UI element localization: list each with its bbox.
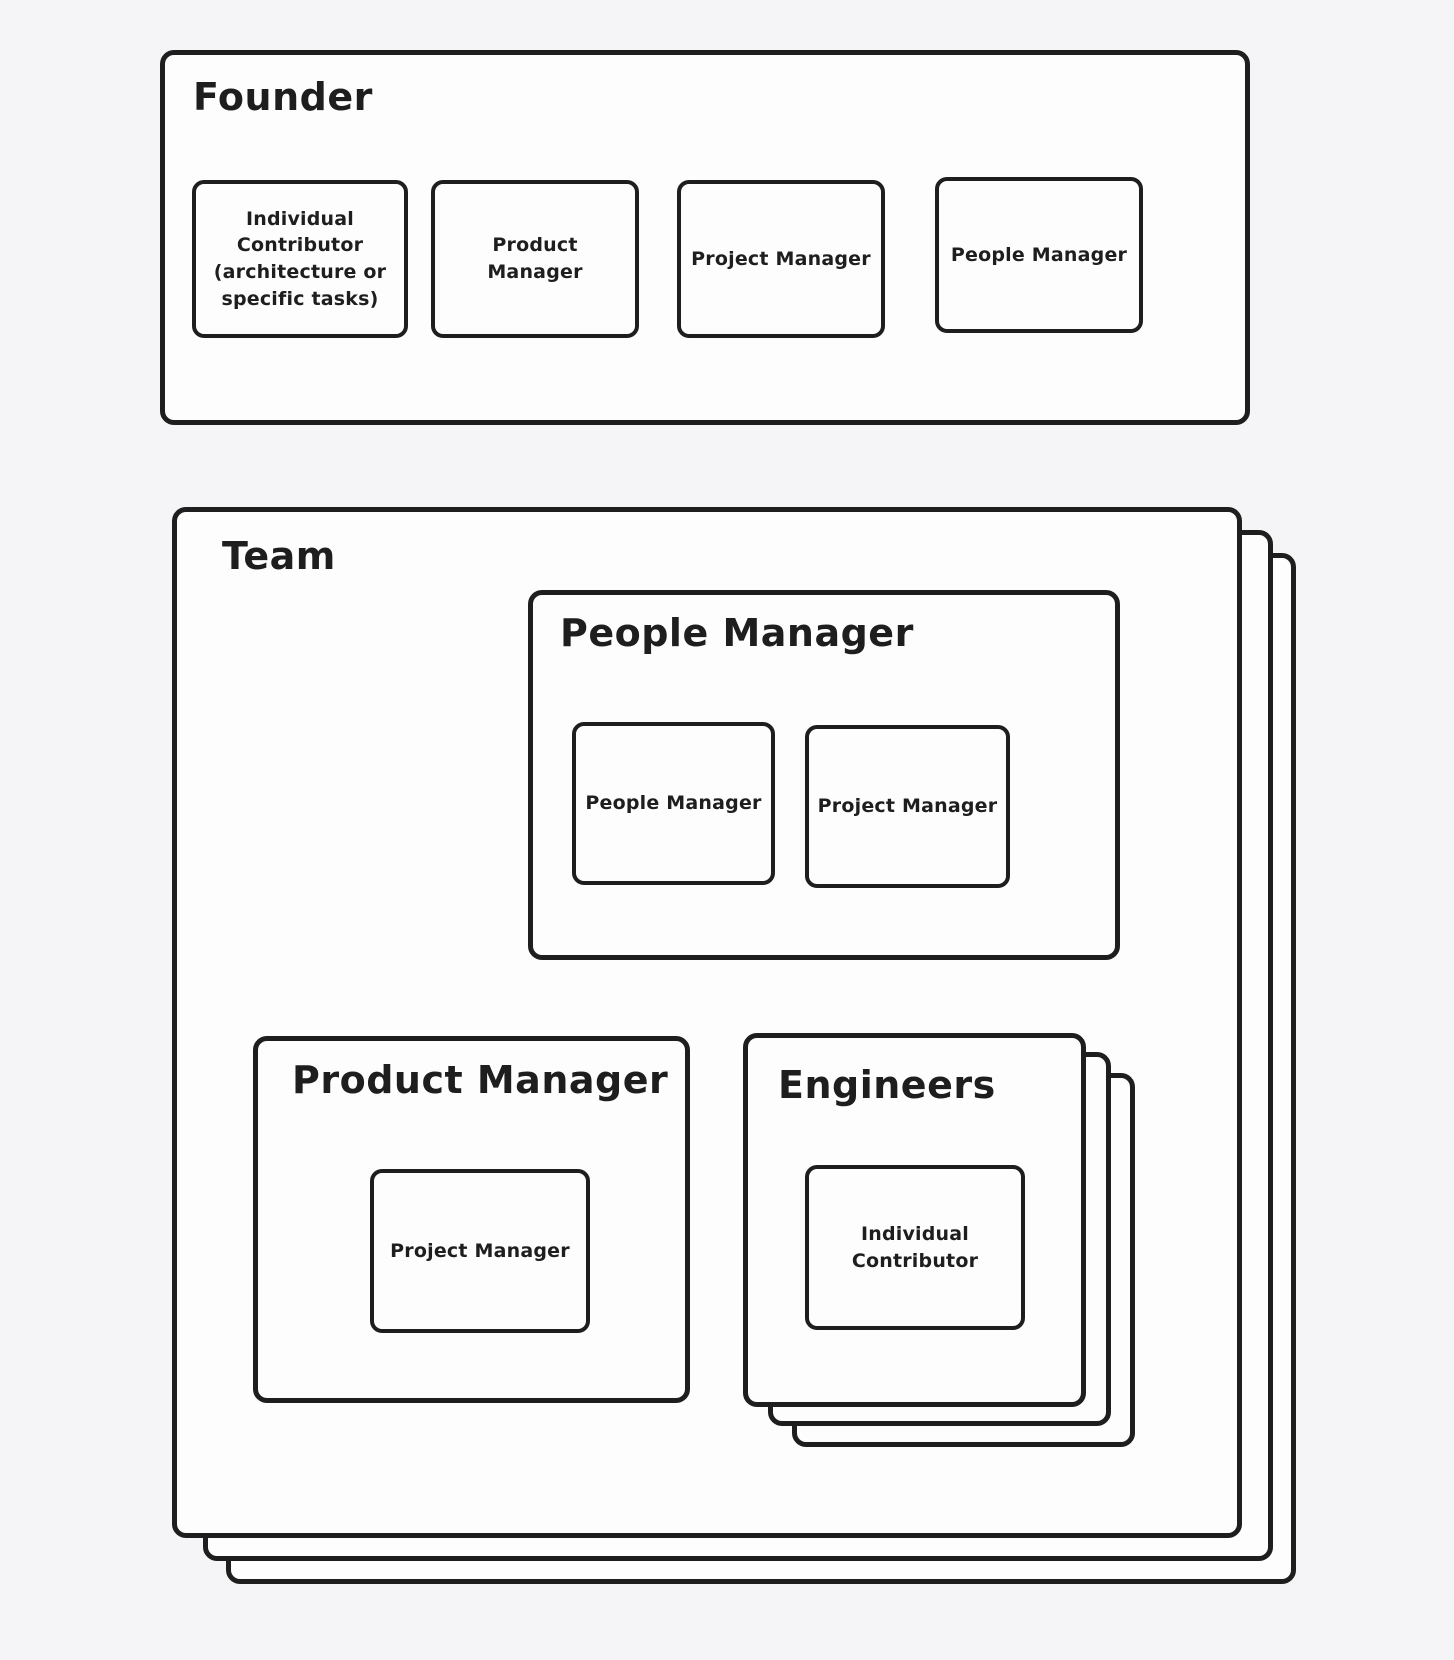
node-project-manager: Project Manager [677,180,885,338]
product-manager-group-box: Product Manager Project Manager [253,1036,690,1403]
people-manager-group-title: People Manager [560,611,914,655]
node-label: Project Manager [817,795,998,818]
engineers-group-title: Engineers [778,1063,996,1107]
node-label: People Manager [950,243,1128,266]
engineers-stack: Engineers Individual Contributor [743,1033,1139,1453]
node-project-manager: Project Manager [805,725,1010,888]
node-people-manager: People Manager [572,722,775,885]
node-label: Project Manager [390,1239,570,1262]
team-group-box: Team People Manager People Manager Proje… [172,507,1242,1538]
node-label: Product Manager [487,234,583,283]
people-manager-group-box: People Manager People Manager Project Ma… [528,590,1120,960]
team-stack: Team People Manager People Manager Proje… [172,507,1300,1587]
node-label: People Manager [585,792,762,815]
node-label: Project Manager [691,247,871,270]
product-manager-group-title: Product Manager [292,1058,669,1102]
node-people-manager: People Manager [935,177,1143,333]
node-label: Individual Contributor (architecture or … [213,207,387,310]
node-individual-contributor: Individual Contributor [805,1165,1025,1330]
team-group-title: Team [222,534,336,578]
founder-group-box: Founder Individual Contributor (architec… [160,50,1250,425]
node-product-manager: Product Manager [431,180,639,338]
node-individual-contributor: Individual Contributor (architecture or … [192,180,408,338]
founder-group-title: Founder [193,75,373,119]
node-project-manager: Project Manager [370,1169,590,1333]
engineers-group-box: Engineers Individual Contributor [743,1033,1086,1407]
node-label: Individual Contributor [851,1222,979,1272]
